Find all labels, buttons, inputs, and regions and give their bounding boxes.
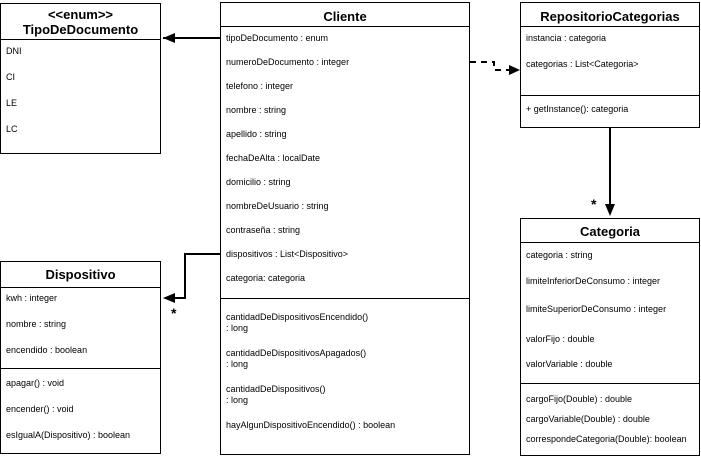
class-method: apagar() : void [6, 378, 65, 388]
tipo-de-documento-class[interactable]: <<enum>> TipoDeDocumento DNI CI LE LC [0, 3, 161, 154]
class-divider [221, 298, 469, 299]
class-attribute: nombreDeUsuario : string [226, 201, 329, 211]
categoria-class[interactable]: Categoria categoria : string limiteInfer… [520, 218, 700, 456]
class-divider [1, 287, 160, 288]
class-title: TipoDeDocumento [22, 22, 139, 37]
repositorio-categorias-class[interactable]: RepositorioCategorias instancia : catego… [520, 2, 700, 128]
class-method: cantidadDeDispositivosEncendido() [226, 312, 369, 322]
class-attribute: dispositivos : List<Dispositivo> [226, 249, 349, 259]
class-attribute: tipoDeDocumento : enum [226, 33, 329, 43]
class-attribute: valorVariable : double [526, 359, 613, 369]
dispositivos-multiplicity: * [171, 305, 177, 321]
class-attribute: nombre : string [226, 105, 287, 115]
dispositivo-class[interactable]: Dispositivo kwh : integer nombre : strin… [0, 261, 161, 454]
class-method: encender() : void [6, 404, 74, 414]
class-attribute: kwh : integer [6, 293, 58, 303]
class-divider [1, 39, 160, 40]
enum-value: DNI [6, 46, 22, 56]
class-attribute: limiteSuperiorDeConsumo : integer [526, 304, 667, 314]
class-divider [221, 26, 469, 27]
class-attribute: encendido : boolean [6, 345, 88, 355]
class-attribute: contraseña : string [226, 225, 301, 235]
dispositivo-association-line [165, 253, 220, 299]
dispositivo-arrowhead [163, 293, 175, 303]
class-method-return: : long [226, 395, 249, 405]
enum-stereotype: <<enum>> [47, 7, 114, 22]
class-method: cargoFijo(Double) : double [526, 394, 633, 404]
class-attribute: instancia : categoria [526, 33, 607, 43]
class-method: cantidadDeDispositivosApagados() [226, 348, 367, 358]
class-attribute: fechaDeAlta : localDate [226, 153, 321, 163]
class-attribute: limiteInferiorDeConsumo : integer [526, 276, 661, 286]
class-method: esIgualA(Dispositivo) : boolean [6, 430, 131, 440]
class-method: correspondeCategoria(Double): boolean [526, 434, 687, 444]
cliente-class[interactable]: Cliente tipoDeDocumento : enum numeroDeD… [220, 2, 470, 455]
class-title: Categoria [580, 224, 640, 239]
class-title: Dispositivo [45, 267, 116, 282]
class-attribute: domicilio : string [226, 177, 291, 187]
tipo-arrowhead [163, 33, 175, 43]
class-divider [1, 368, 160, 369]
class-method: hayAlgunDispositivoEncendido() : boolean [226, 420, 396, 430]
class-attribute: categoria: categoria [226, 273, 306, 283]
class-attribute: nombre : string [6, 319, 67, 329]
class-divider [521, 383, 699, 384]
class-method-return: : long [226, 359, 249, 369]
class-attribute: numeroDeDocumento : integer [226, 57, 350, 67]
class-divider [521, 95, 699, 96]
class-divider [521, 26, 699, 27]
class-method: + getInstance(): categoria [526, 104, 629, 114]
repositorio-dependency-line [470, 61, 516, 71]
class-title: Cliente [323, 9, 367, 24]
class-attribute: categoria : string [526, 250, 593, 260]
class-attribute: apellido : string [226, 129, 287, 139]
class-method: cargoVariable(Double) : double [526, 414, 650, 424]
class-method: cantidadDeDispositivos() [226, 384, 326, 394]
class-attribute: telefono : integer [226, 81, 294, 91]
categoria-multiplicity: * [591, 196, 597, 212]
enum-value: CI [6, 72, 15, 82]
enum-value: LE [6, 98, 18, 108]
class-divider [521, 242, 699, 243]
class-method-return: : long [226, 323, 249, 333]
repositorio-arrowhead [509, 65, 520, 75]
class-title: RepositorioCategorias [540, 9, 680, 24]
class-attribute: valorFijo : double [526, 334, 595, 344]
categoria-arrowhead [605, 204, 615, 216]
class-attribute: categorias : List<Categoria> [526, 59, 639, 69]
enum-value: LC [6, 124, 18, 134]
